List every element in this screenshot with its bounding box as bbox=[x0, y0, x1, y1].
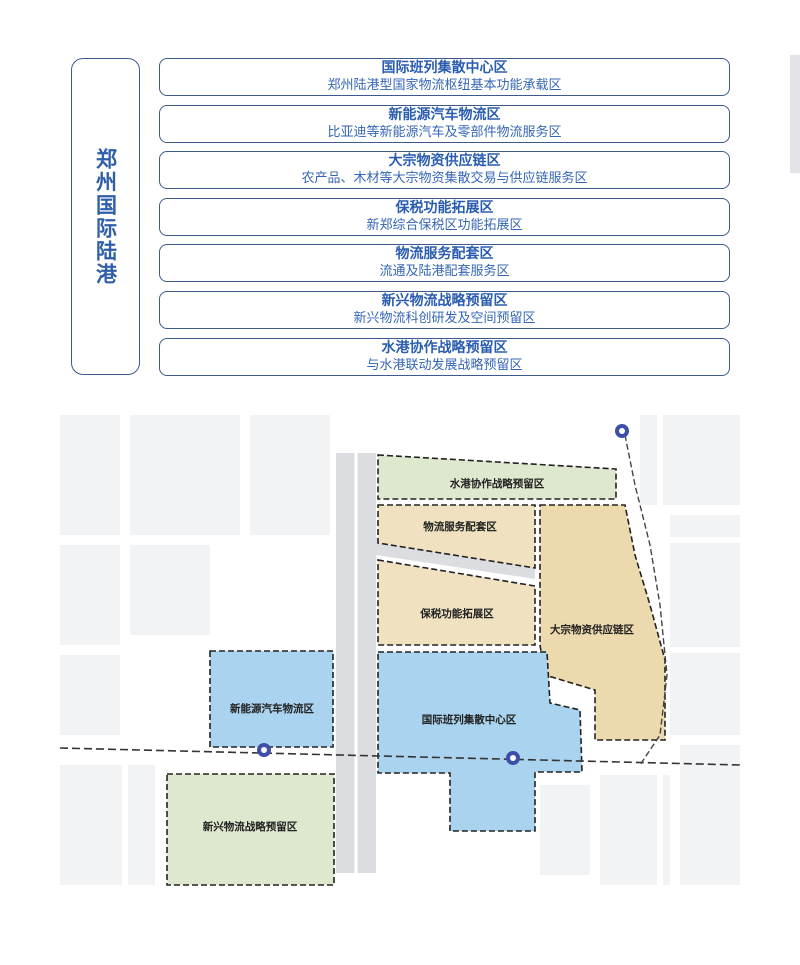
map-label-waterport-reserve: 水港协作战略预留区 bbox=[449, 477, 545, 490]
railway-spur bbox=[624, 434, 668, 766]
railway-main bbox=[60, 747, 740, 766]
zone-box-emerging-reserve: 新兴物流战略预留区 新兴物流科创研发及空间预留区 bbox=[159, 291, 730, 329]
station-icon bbox=[615, 424, 629, 438]
zone-name: 新兴物流战略预留区 bbox=[381, 293, 508, 309]
zone-box-service-support: 物流服务配套区 流通及陆港配套服务区 bbox=[159, 244, 730, 282]
zone-desc: 农产品、木材等大宗物资集散交易与供应链服务区 bbox=[301, 171, 588, 186]
zone-desc: 新兴物流科创研发及空间预留区 bbox=[353, 311, 536, 326]
zone-box-bulk-supply: 大宗物资供应链区 农产品、木材等大宗物资集散交易与供应链服务区 bbox=[159, 151, 730, 189]
zone-bonded-extension bbox=[377, 559, 536, 646]
map-label-bonded-extension: 保税功能拓展区 bbox=[419, 607, 494, 620]
background-blocks bbox=[60, 415, 740, 885]
zone-box-waterport-reserve: 水港协作战略预留区 与水港联动发展战略预留区 bbox=[159, 338, 730, 376]
zone-name: 国际班列集散中心区 bbox=[381, 60, 508, 76]
map-label-ev-logistics: 新能源汽车物流区 bbox=[230, 702, 314, 715]
zone-desc: 流通及陆港配套服务区 bbox=[379, 264, 510, 279]
zone-rail-hub bbox=[377, 651, 583, 832]
port-title-box: 郑州国际陆港 bbox=[71, 58, 140, 375]
zone-emerging-reserve bbox=[166, 773, 335, 886]
zone-name: 大宗物资供应链区 bbox=[388, 153, 501, 169]
zone-waterport-reserve bbox=[377, 454, 617, 500]
zone-box-bonded-extension: 保税功能拓展区 新郑综合保税区功能拓展区 bbox=[159, 198, 730, 236]
zone-service-support bbox=[377, 504, 536, 569]
zone-desc: 新郑综合保税区功能拓展区 bbox=[366, 218, 523, 233]
zone-name: 保税功能拓展区 bbox=[395, 200, 494, 216]
port-title: 郑州国际陆港 bbox=[93, 147, 118, 286]
zoning-map: 水港协作战略预留区 物流服务配套区 保税功能拓展区 大宗物资供应链区 国际班列集… bbox=[60, 405, 740, 900]
zone-name: 水港协作战略预留区 bbox=[381, 340, 508, 356]
map-label-bulk-supply: 大宗物资供应链区 bbox=[550, 623, 634, 636]
map-label-rail-hub: 国际班列集散中心区 bbox=[422, 713, 517, 726]
scrollbar-edge bbox=[790, 55, 800, 173]
map-label-emerging-reserve: 新兴物流战略预留区 bbox=[203, 820, 298, 833]
station-icon bbox=[257, 743, 271, 757]
zone-box-rail-hub: 国际班列集散中心区 郑州陆港型国家物流枢纽基本功能承载区 bbox=[159, 58, 730, 96]
zone-desc: 与水港联动发展战略预留区 bbox=[366, 358, 523, 373]
zone-name: 物流服务配套区 bbox=[395, 246, 494, 262]
map-label-service-support: 物流服务配套区 bbox=[423, 520, 497, 533]
zone-name: 新能源汽车物流区 bbox=[388, 107, 501, 123]
zone-box-ev-logistics: 新能源汽车物流区 比亚迪等新能源汽车及零部件物流服务区 bbox=[159, 105, 730, 143]
zone-desc: 比亚迪等新能源汽车及零部件物流服务区 bbox=[327, 125, 562, 140]
zone-ev-logistics bbox=[209, 650, 334, 748]
station-icon bbox=[506, 751, 520, 765]
zone-desc: 郑州陆港型国家物流枢纽基本功能承载区 bbox=[327, 78, 562, 93]
